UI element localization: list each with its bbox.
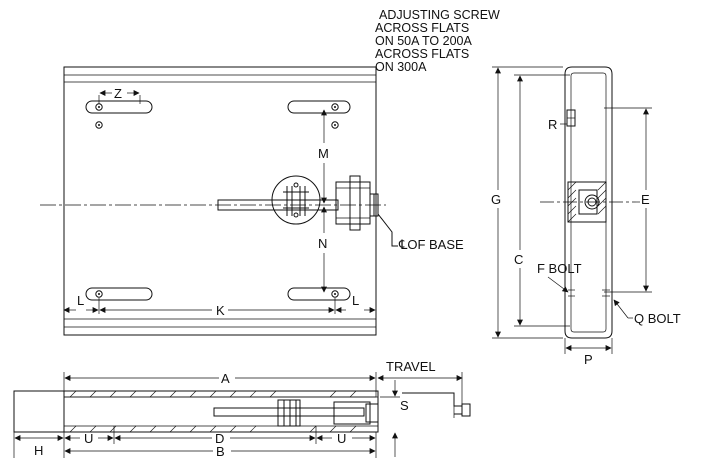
dimension-u-left-label: U <box>84 431 93 446</box>
dimension-l-right-label: L <box>352 293 359 308</box>
dimension-n-label: N <box>318 236 327 251</box>
dimension-a-label: A <box>221 371 230 386</box>
dimension-c-label: C <box>514 252 523 267</box>
dimension-z: Z <box>98 86 141 104</box>
dimension-p-label: P <box>584 352 593 367</box>
f-bolt: F BOLT <box>537 261 582 297</box>
dimension-r-label: R <box>548 117 557 132</box>
dimension-g-label: G <box>491 192 501 207</box>
note-line-3: ON 50A TO 200A <box>375 34 472 48</box>
motor-foot <box>402 392 463 415</box>
mounting-slot-bottom-left <box>85 287 153 301</box>
dimension-u-right: U <box>316 431 376 446</box>
dimension-b-label: B <box>216 444 225 459</box>
front-adjusting-screw <box>213 407 365 417</box>
side-view: G C E R F BOLT <box>491 66 681 367</box>
q-bolt: Q BOLT <box>602 289 681 326</box>
dimension-h: H <box>13 432 64 458</box>
dimension-g: G <box>491 66 563 339</box>
top-view: ℄OF BASE Z M N L <box>40 66 464 336</box>
dimension-h-label: H <box>34 443 43 458</box>
dimension-e: E <box>604 107 652 293</box>
dimension-s-label: S <box>400 398 409 413</box>
f-bolt-label: F BOLT <box>537 261 582 276</box>
dimension-e-label: E <box>641 192 650 207</box>
centerline-of-base-label: ℄OF BASE <box>398 237 464 252</box>
dimension-k-label: K <box>216 303 225 318</box>
adjusting-screw-note: ADJUSTING SCREW ACROSS FLATS ON 50A TO 2… <box>375 8 500 74</box>
mounting-hole-top-left <box>95 121 103 129</box>
dimension-d: D <box>114 426 317 446</box>
dimension-m-label: M <box>318 146 329 161</box>
note-line-1: ADJUSTING SCREW <box>379 8 500 22</box>
dimension-m: M <box>318 109 329 204</box>
dimension-travel: TRAVEL <box>377 359 463 404</box>
note-line-5: ON 300A <box>375 60 427 74</box>
mounting-slot-top-left <box>85 100 153 114</box>
note-line-4: ACROSS FLATS <box>375 47 469 61</box>
dimension-n: N <box>318 206 327 293</box>
q-bolt-label: Q BOLT <box>634 311 681 326</box>
dimension-l-left-label: L <box>77 293 84 308</box>
mounting-hole-top-right <box>331 121 339 129</box>
dimension-k: K <box>99 298 336 318</box>
dimension-b: B <box>63 432 377 459</box>
centerline-leader <box>377 213 398 247</box>
dimension-l-right: L <box>335 293 376 313</box>
dimension-d-label: D <box>215 431 224 446</box>
dimension-s: S <box>380 380 409 457</box>
mounting-slot-bottom-right <box>287 287 351 301</box>
dimension-l-left: L <box>63 293 100 314</box>
adjusting-screw <box>217 175 379 231</box>
dimension-u-right-label: U <box>337 431 346 446</box>
mounting-slot-top-right <box>287 100 351 114</box>
dimension-u-left: U <box>64 426 115 446</box>
dimension-c: C <box>514 74 570 327</box>
base-plate-outline <box>63 66 377 336</box>
travel-label: TRAVEL <box>386 359 436 374</box>
front-view: TRAVEL S A H U <box>13 359 471 459</box>
note-line-2: ACROSS FLATS <box>375 21 469 35</box>
dimension-a: A <box>63 371 377 392</box>
dimension-z-label: Z <box>114 86 122 101</box>
dimension-p: P <box>564 338 613 367</box>
